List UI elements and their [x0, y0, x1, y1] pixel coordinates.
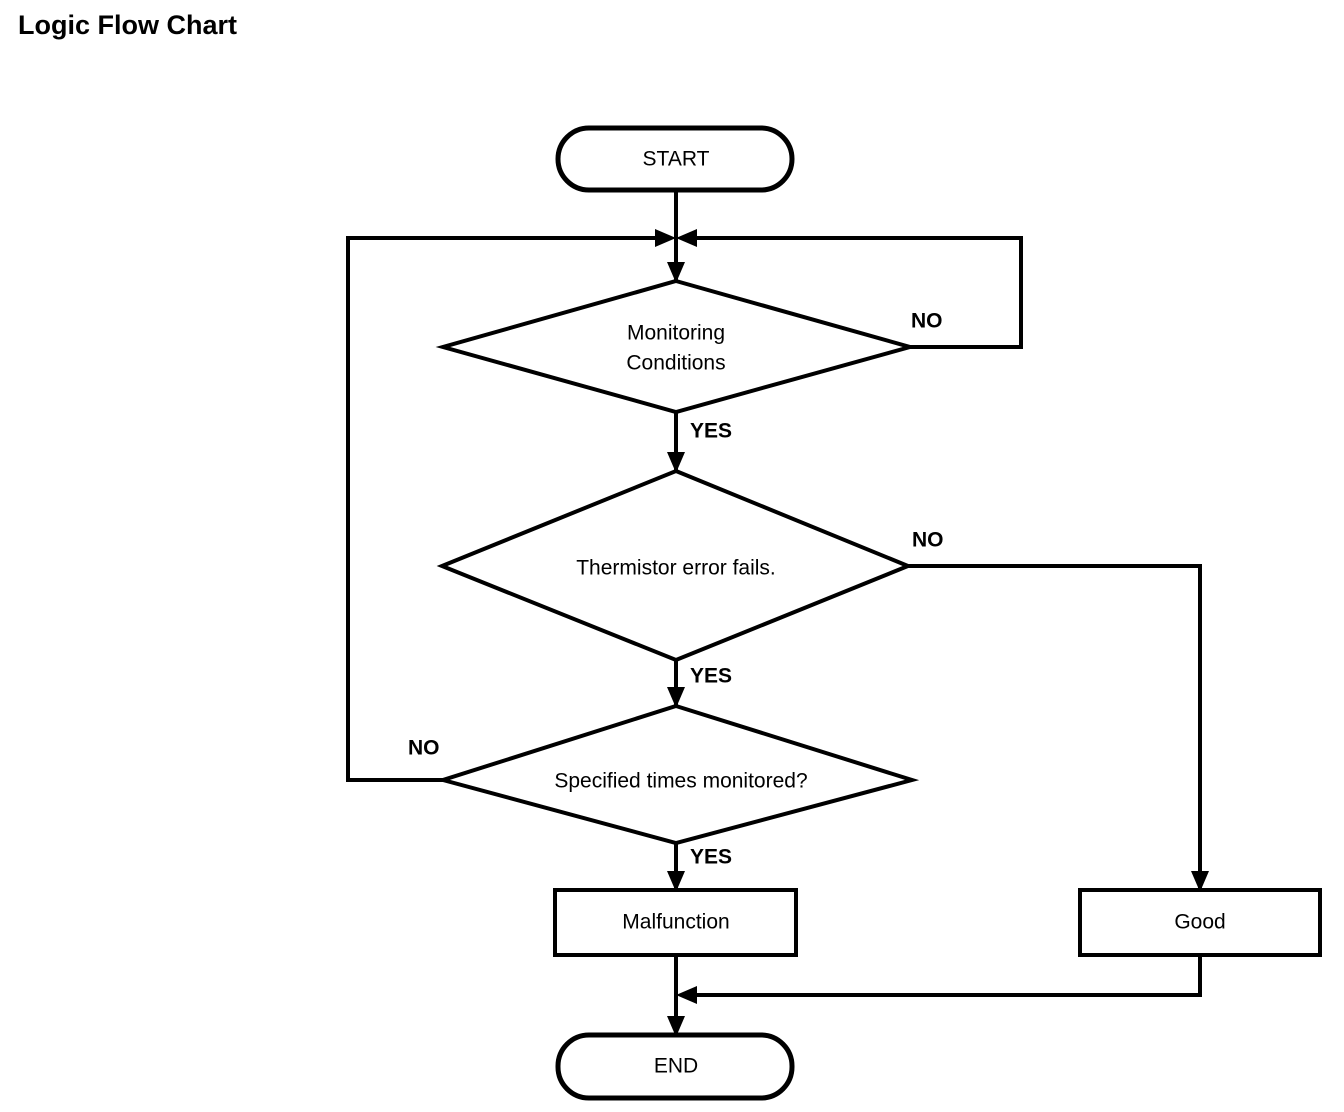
edge-specified-no-loop	[346, 229, 676, 782]
edge-thermistor-yes	[667, 660, 685, 708]
thermistor-decision-shape	[436, 468, 914, 663]
node-start[interactable]: START	[555, 125, 795, 193]
branch-label-no-monitoring: NO	[911, 310, 943, 333]
node-malfunction[interactable]: Malfunction	[553, 888, 798, 957]
specified-label: Specified times monitored?	[554, 770, 807, 793]
malfunction-box-shape	[553, 888, 798, 957]
branch-label-no-thermistor: NO	[912, 529, 944, 552]
thermistor-label: Thermistor error fails.	[576, 557, 776, 580]
monitoring-decision-shape	[435, 278, 918, 415]
node-monitoring-conditions[interactable]: Monitoring Conditions	[435, 278, 918, 415]
edge-thermistor-no	[908, 564, 1209, 892]
edge-good-to-merge	[676, 955, 1202, 1004]
malfunction-label: Malfunction	[622, 911, 729, 934]
start-terminator-shape	[555, 125, 795, 193]
node-end[interactable]: END	[555, 1032, 795, 1101]
start-label: START	[643, 148, 710, 171]
monitoring-label-line2: Conditions	[626, 352, 725, 375]
end-label: END	[654, 1055, 698, 1078]
good-box-shape	[1078, 888, 1322, 957]
node-specified-times[interactable]: Specified times monitored?	[435, 703, 920, 846]
branch-label-yes-monitoring: YES	[690, 420, 732, 443]
edge-specified-yes	[667, 843, 685, 892]
edge-start-to-monitoring	[667, 190, 685, 283]
page-title: Logic Flow Chart	[18, 10, 237, 40]
edge-malfunction-to-end	[667, 955, 685, 1037]
good-label: Good	[1174, 911, 1225, 934]
branch-label-yes-specified: YES	[690, 846, 732, 869]
edge-monitoring-yes	[667, 412, 685, 473]
specified-decision-shape	[435, 703, 920, 846]
node-good[interactable]: Good	[1078, 888, 1322, 957]
monitoring-label-line1: Monitoring	[627, 322, 725, 345]
branch-label-yes-thermistor: YES	[690, 665, 732, 688]
branch-label-no-specified: NO	[408, 737, 440, 760]
end-terminator-shape	[555, 1032, 795, 1101]
node-thermistor-error[interactable]: Thermistor error fails.	[436, 468, 914, 663]
edge-monitoring-no-loop	[676, 229, 1023, 349]
